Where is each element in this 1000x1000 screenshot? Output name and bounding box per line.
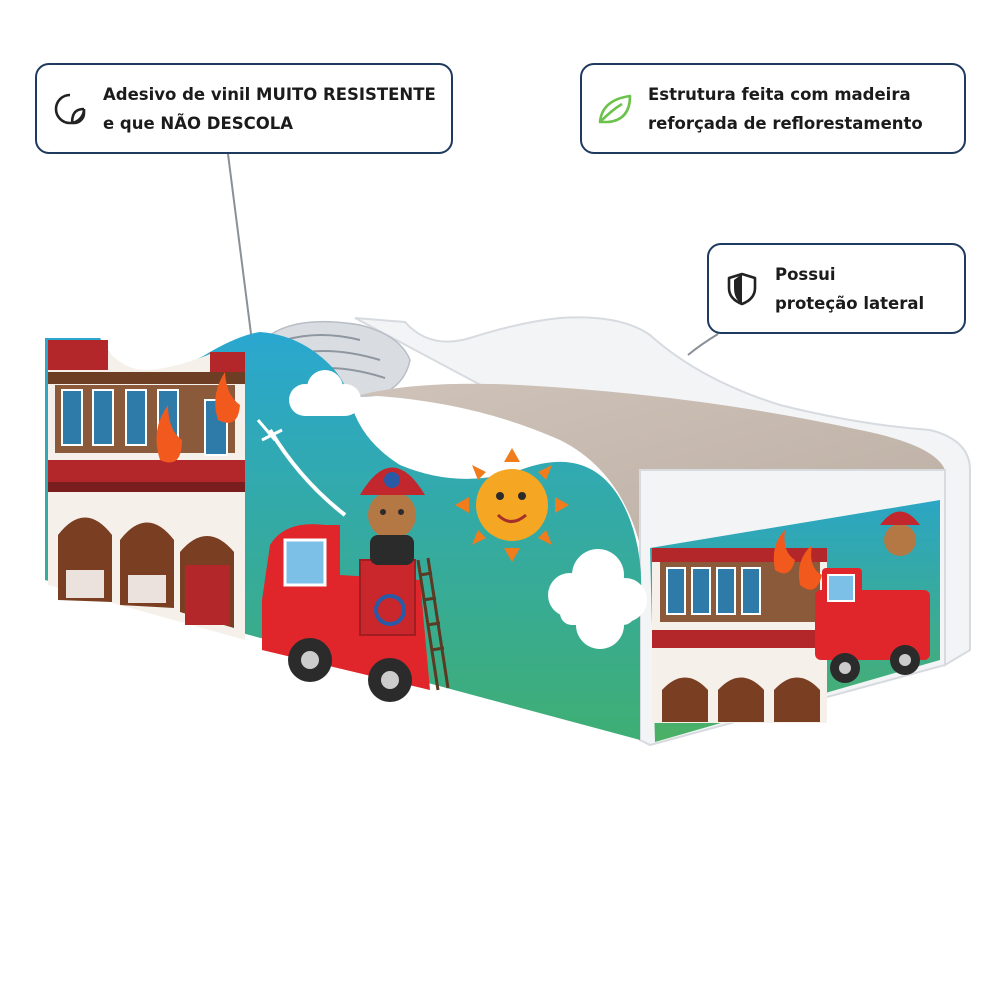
callout-protection-line1: Possui bbox=[775, 264, 836, 284]
sticker-icon bbox=[51, 90, 89, 128]
right-side-panel bbox=[650, 500, 940, 742]
firefighter-bear-illustration bbox=[360, 467, 425, 565]
callout-wood-structure: Estrutura feita com madeira reforçada de… bbox=[580, 63, 966, 154]
leaf-icon bbox=[596, 90, 634, 128]
callout-wood-line2: reforçada de reflorestamento bbox=[648, 113, 923, 133]
fire-truck-illustration bbox=[262, 524, 450, 702]
callout-vinyl-line2: e que NÃO DESCOLA bbox=[103, 113, 294, 133]
callout-side-protection: Possui proteção lateral bbox=[707, 243, 966, 334]
callout-vinyl-sticker: Adesivo de vinil MUITO RESISTENTE e que … bbox=[35, 63, 453, 154]
sun-illustration bbox=[455, 448, 569, 562]
callout-protection-line2: proteção lateral bbox=[775, 293, 925, 313]
callout-vinyl-line1: Adesivo de vinil MUITO RESISTENTE bbox=[103, 84, 436, 104]
headboard-panel bbox=[45, 332, 647, 740]
callout-wood-line1: Estrutura feita com madeira bbox=[648, 84, 911, 104]
shield-icon bbox=[723, 270, 761, 308]
